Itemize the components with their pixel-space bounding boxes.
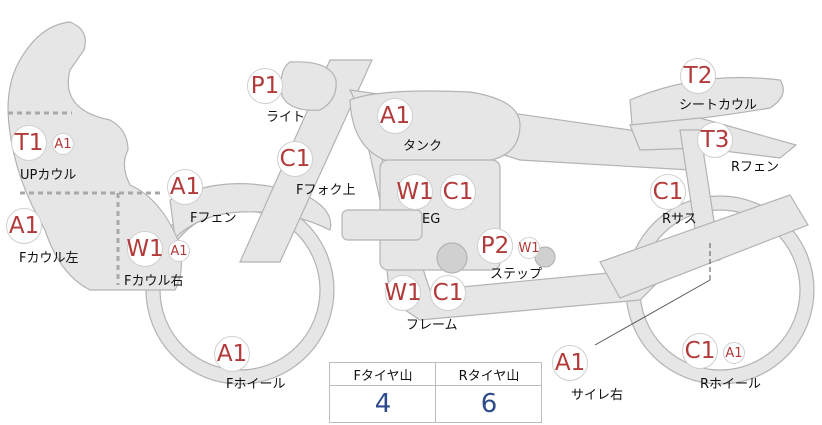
- badge-tank: A1: [377, 98, 413, 134]
- label-r-sus: Rサス: [662, 212, 697, 227]
- badge-f-cowl-left: A1: [6, 208, 42, 244]
- badge-up-cowl-1: T1: [11, 125, 47, 161]
- label-seat-cowl: シートカウル: [679, 98, 758, 113]
- badge-up-cowl-2: A1: [52, 133, 74, 155]
- value-rear-tire: 6: [480, 388, 498, 419]
- badge-r-fender: T3: [697, 122, 733, 158]
- label-r-fender: Rフェン: [731, 160, 780, 175]
- label-f-fender: Fフェン: [190, 211, 237, 226]
- header-rear-tire: Rタイヤ山: [436, 363, 542, 386]
- badge-seat-cowl: T2: [680, 58, 716, 94]
- badge-eg-1: W1: [396, 174, 434, 210]
- headlight-shape: [280, 61, 337, 111]
- badge-frame-2: C1: [430, 275, 466, 311]
- badge-silencer-right: A1: [552, 345, 588, 381]
- label-step: ステップ: [490, 267, 543, 282]
- badge-step-2: W1: [518, 237, 540, 259]
- badge-f-wheel: A1: [214, 336, 250, 372]
- header-front-tire: Fタイヤ山: [330, 363, 436, 386]
- badge-r-wheel-2: A1: [723, 342, 745, 364]
- badge-f-fork: C1: [277, 141, 313, 177]
- label-frame: フレーム: [406, 318, 458, 333]
- badge-f-cowl-right-2: A1: [168, 240, 190, 262]
- badge-step-1: P2: [477, 228, 513, 264]
- table-divider: [435, 363, 436, 422]
- label-r-wheel: Rホイール: [700, 377, 762, 392]
- label-f-cowl-left: Fカウル左: [19, 251, 79, 266]
- label-f-cowl-right: Fカウル右: [124, 274, 184, 289]
- badge-frame-1: W1: [384, 275, 422, 311]
- engine-cover: [436, 242, 468, 274]
- engine-case: [341, 209, 423, 241]
- label-silencer-right: サイレ右: [571, 388, 624, 403]
- badge-light: P1: [247, 68, 283, 104]
- upper-cowl-shape: [7, 21, 182, 291]
- badge-f-cowl-right-1: W1: [126, 231, 164, 267]
- badge-eg-2: C1: [440, 174, 476, 210]
- label-f-fork: Fフォク上: [296, 183, 356, 198]
- value-front-tire: 4: [374, 388, 392, 419]
- label-up-cowl: UPカウル: [20, 168, 77, 183]
- silencer-shape: [599, 194, 809, 299]
- badge-r-sus: C1: [650, 174, 686, 210]
- label-tank: タンク: [403, 139, 443, 154]
- badge-r-wheel-1: C1: [682, 333, 718, 369]
- label-light: ライト: [266, 110, 306, 125]
- silencer-leader-line: [594, 279, 711, 346]
- tire-tread-table: Fタイヤ山 Rタイヤ山 4 6: [329, 362, 542, 423]
- label-eg: EG: [422, 212, 441, 227]
- label-f-wheel: Fホイール: [226, 377, 286, 392]
- badge-f-fender: A1: [167, 169, 203, 205]
